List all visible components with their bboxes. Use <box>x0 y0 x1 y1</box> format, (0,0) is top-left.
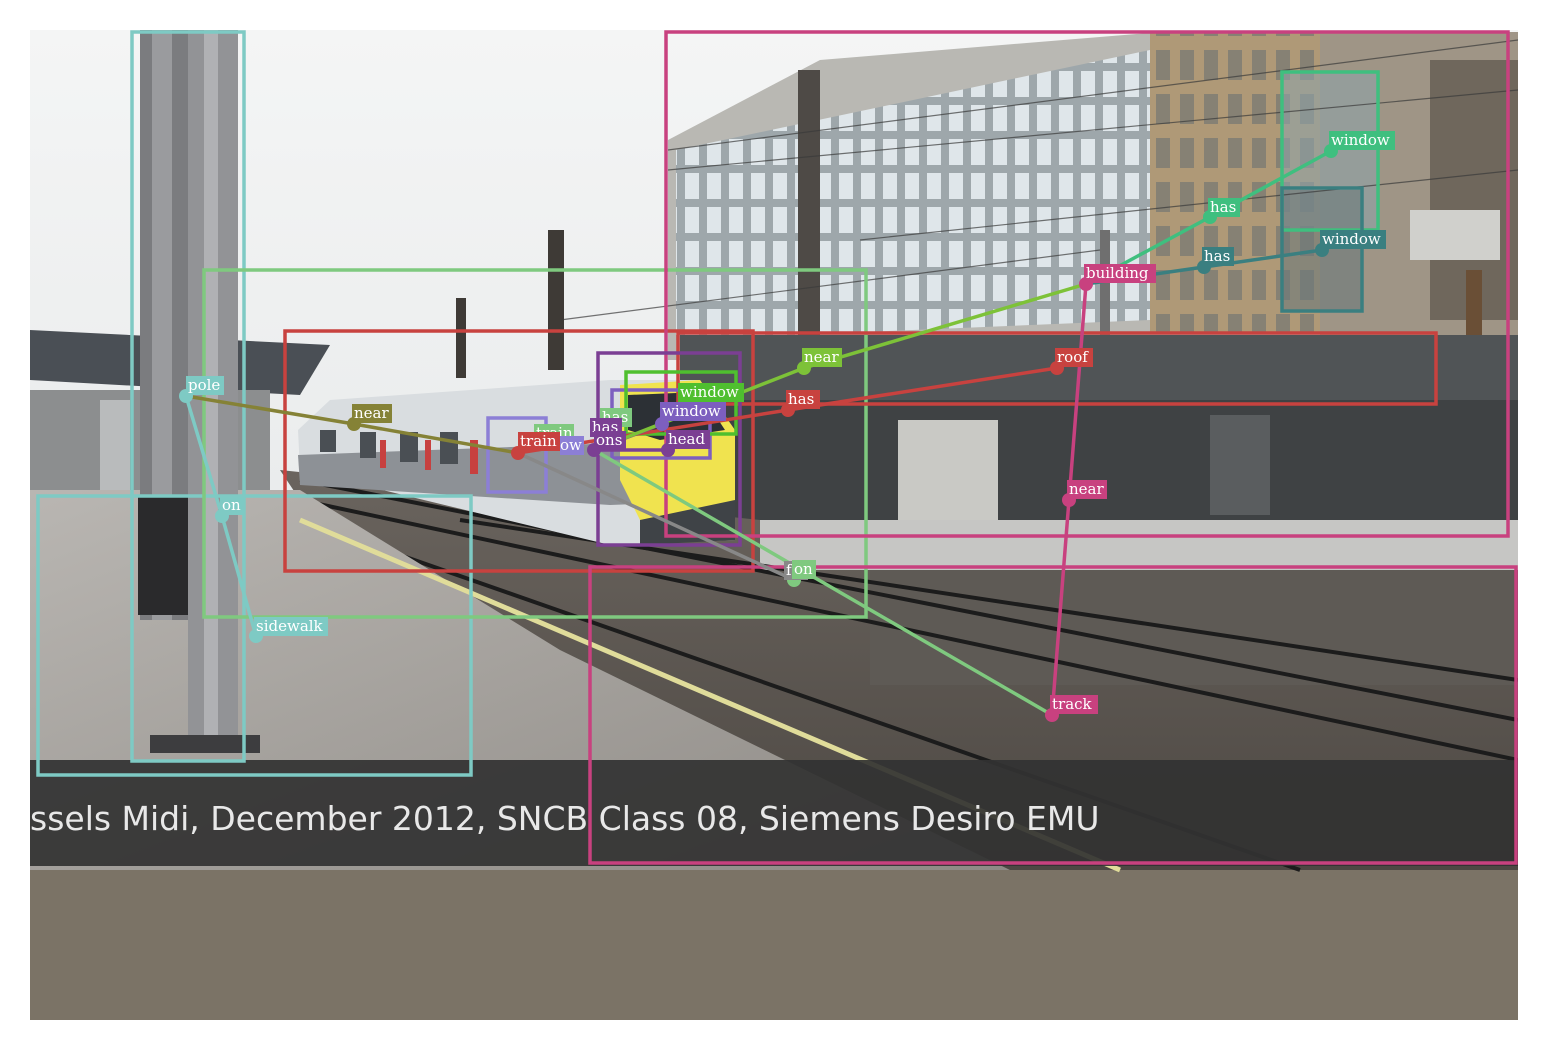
label-window-front: window <box>680 383 739 401</box>
label-train: train <box>520 432 557 450</box>
edge-building-near-track <box>1067 283 1088 501</box>
bbox-window-b2 <box>1280 186 1364 313</box>
bbox-roof <box>676 331 1438 406</box>
relation-labels: pole near on sidewalk train ow train has… <box>186 131 1395 714</box>
label-head: head <box>668 430 705 448</box>
label-has-b2: has <box>1204 247 1230 265</box>
label-window-mid: window <box>662 402 721 420</box>
bounding-boxes <box>36 30 1518 865</box>
label-near-3: near <box>1069 480 1104 498</box>
label-on-2: on <box>794 560 813 578</box>
label-window-b1: window <box>1331 131 1390 149</box>
bbox-sidewalk <box>36 494 473 777</box>
label-on-1: on <box>222 496 241 514</box>
label-track: track <box>1052 695 1093 713</box>
label-near-1: near <box>354 404 389 422</box>
edge-pole-on <box>184 395 224 517</box>
mast-photo <box>548 230 564 370</box>
caption-band <box>30 760 1518 866</box>
label-near-2: near <box>804 348 839 366</box>
edge-near-track <box>1050 499 1071 716</box>
edge-pole-near <box>185 394 355 426</box>
label-has-b1: has <box>1210 198 1236 216</box>
bbox-train-green <box>202 268 868 619</box>
edge-building-near <box>803 282 1087 370</box>
edge-on-sidewalk <box>220 515 258 637</box>
bbox-train <box>283 329 755 573</box>
bbox-building <box>664 30 1510 538</box>
bbox-window-small <box>486 416 548 494</box>
label-ow: ow <box>560 436 582 454</box>
label-window-b2: window <box>1322 230 1381 248</box>
edge-train-on-track <box>593 448 1053 717</box>
label-roof: roof <box>1057 348 1089 366</box>
bbox-pole <box>130 30 246 763</box>
photo-caption: ssels Midi, December 2012, SNCB Class 08… <box>30 799 1099 838</box>
label-ons: ons <box>596 431 622 449</box>
label-sidewalk: sidewalk <box>256 617 324 635</box>
photo: ssels Midi, December 2012, SNCB Class 08… <box>30 30 1518 1020</box>
far-platform-photo <box>760 520 1518 570</box>
edge-train-on <box>517 451 795 582</box>
label-has-roof: has <box>788 390 814 408</box>
edge-near-train <box>353 422 519 455</box>
edge-has-roof <box>787 366 1058 412</box>
label-building: building <box>1086 264 1149 282</box>
label-pole: pole <box>188 376 220 394</box>
bbox-track <box>588 565 1518 865</box>
building-photo <box>668 32 1518 360</box>
